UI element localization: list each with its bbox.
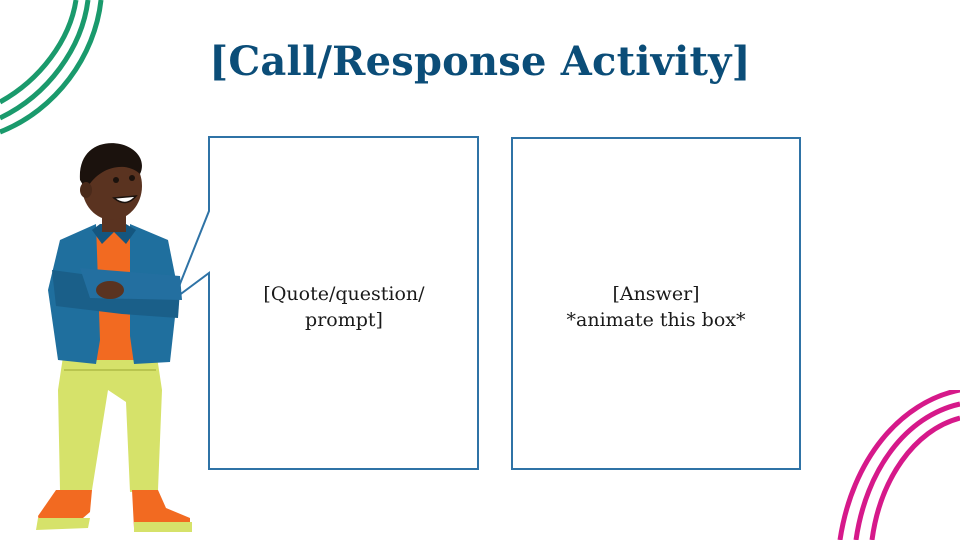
answer-line-1: [Answer]	[612, 283, 700, 305]
green-arcs-decoration-icon	[0, 0, 104, 135]
answer-box	[511, 137, 801, 470]
person-illustration-icon	[36, 143, 192, 532]
quote-line-1: [Quote/question/	[263, 283, 425, 305]
answer-line-2: *animate this box*	[566, 309, 746, 331]
quote-prompt-text: [Quote/question/ prompt]	[212, 281, 476, 333]
answer-text: [Answer] *animate this box*	[511, 281, 801, 333]
page-title: [Call/Response Activity]	[209, 38, 751, 85]
magenta-arcs-decoration-icon	[837, 390, 960, 540]
quote-speech-bubble	[171, 136, 479, 470]
quote-line-2: prompt]	[305, 309, 383, 331]
